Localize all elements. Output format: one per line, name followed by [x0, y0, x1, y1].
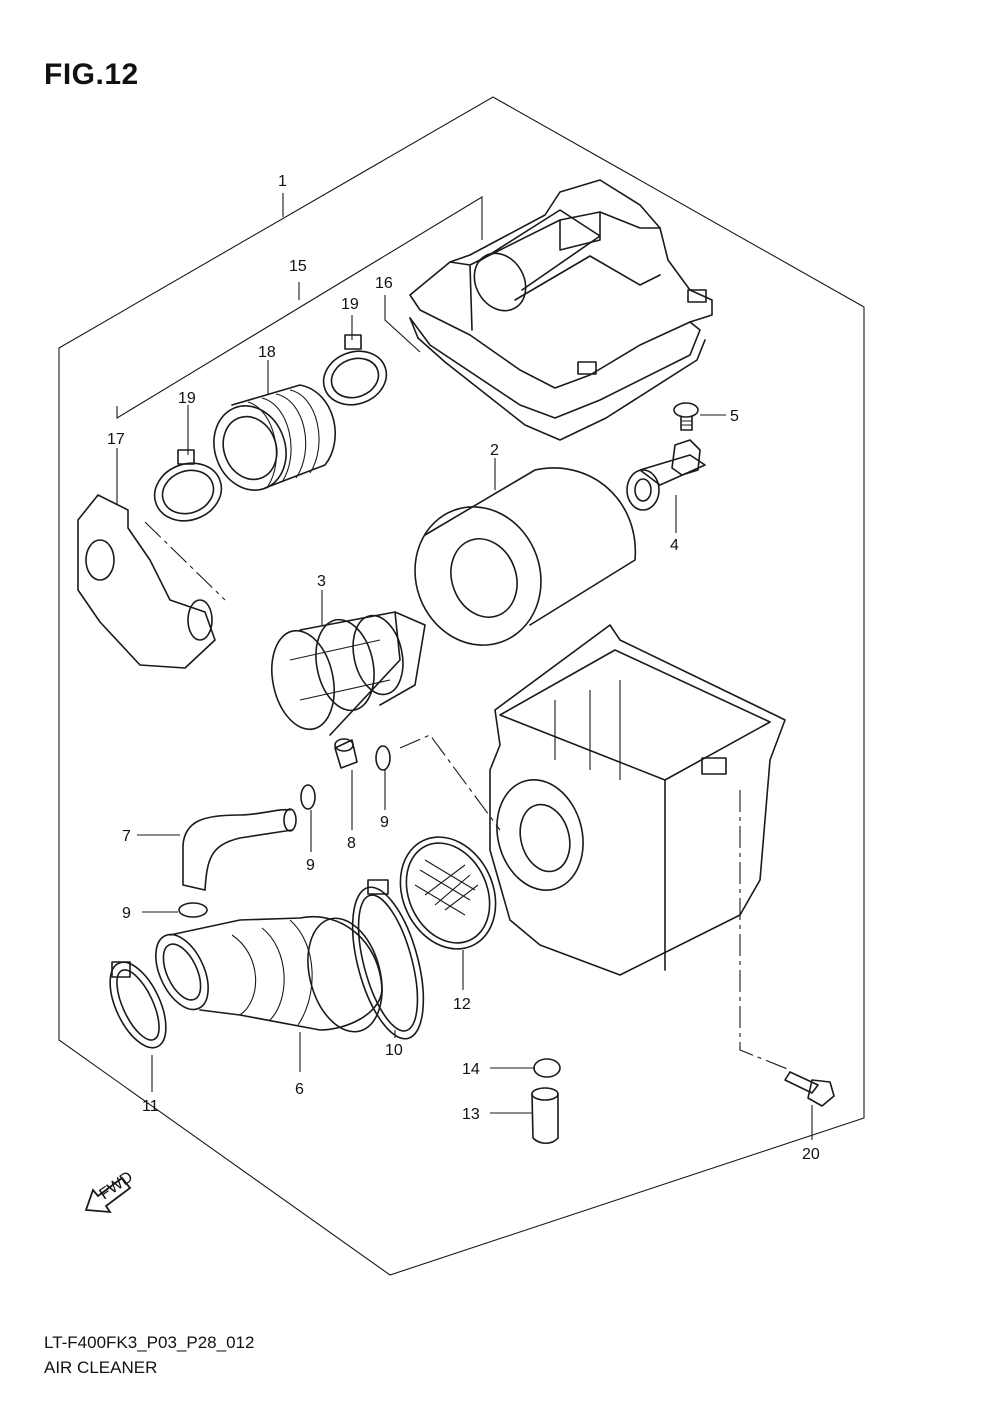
small-clamp-9-a [300, 784, 316, 852]
drain-valve-4 [626, 439, 706, 533]
clamp-10 [351, 879, 425, 1040]
screen-12 [399, 836, 497, 990]
leader-16 [384, 295, 421, 353]
assembly-boundary [58, 96, 865, 1276]
callout-11: 11 [142, 1098, 159, 1115]
centerline-17 [144, 521, 226, 601]
clamp-11 [109, 961, 167, 1092]
diagram-code: LT-F400FK3_P03_P28_012 [44, 1333, 255, 1352]
callout-9-a: 9 [306, 857, 315, 874]
clamp-19-upper [322, 315, 388, 406]
bracket-15 [116, 196, 483, 419]
callout-16: 16 [375, 275, 393, 292]
callout-9-c: 9 [122, 905, 131, 922]
centerline-box [399, 734, 501, 831]
callout-2: 2 [490, 442, 499, 459]
bolt-20 [784, 1071, 835, 1140]
callout-1: 1 [278, 173, 287, 190]
bellows-hose-18 [213, 360, 336, 491]
callout-8: 8 [347, 835, 356, 852]
callout-17: 17 [107, 431, 125, 448]
drain-tube-13 [490, 1087, 559, 1145]
fwd-arrow-icon: FWD [84, 1168, 136, 1214]
callout-19-a: 19 [178, 390, 196, 407]
diagram-name: AIR CLEANER [44, 1358, 158, 1377]
breather-hose-7 [137, 808, 297, 891]
screw-5 [673, 402, 726, 431]
figure-title: FIG.12 [44, 58, 139, 91]
small-clamp-9-b [375, 745, 391, 810]
callout-7: 7 [122, 828, 131, 845]
air-cleaner-cover [409, 179, 713, 441]
air-filter-element-2 [414, 458, 637, 646]
clip-14 [490, 1058, 561, 1078]
callout-6: 6 [295, 1081, 304, 1098]
callout-14: 14 [462, 1061, 480, 1078]
callout-18: 18 [258, 344, 276, 361]
callout-19-b: 19 [341, 296, 359, 313]
filter-cage-3 [271, 590, 426, 736]
intake-boot-6 [155, 915, 383, 1072]
callout-12: 12 [453, 996, 471, 1013]
pipe-fitting-8 [334, 738, 358, 830]
callout-13: 13 [462, 1106, 480, 1123]
small-clamp-9-c [142, 902, 208, 918]
callout-9-b: 9 [380, 814, 389, 831]
callout-15: 15 [289, 258, 307, 275]
callout-5: 5 [730, 408, 739, 425]
callout-20: 20 [802, 1146, 820, 1163]
callout-10: 10 [385, 1042, 403, 1059]
clamp-19-lower [153, 405, 223, 522]
callout-4: 4 [670, 537, 679, 554]
centerline-20 [739, 790, 791, 1071]
callout-3: 3 [317, 573, 326, 590]
inlet-duct-17 [77, 448, 216, 669]
